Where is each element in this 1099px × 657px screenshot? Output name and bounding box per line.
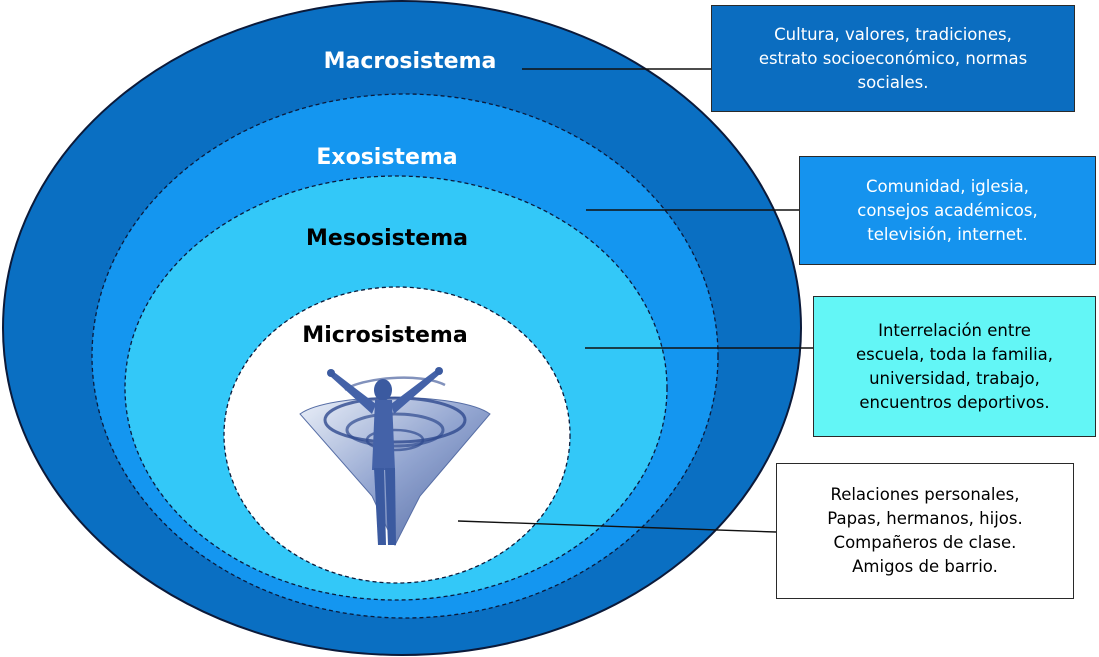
macrosistema-description-box: Cultura, valores, tradiciones, estrato s… [711, 5, 1075, 112]
exosistema-label: Exosistema [316, 145, 457, 170]
human-figure-vortex-icon [299, 367, 491, 547]
macro-line-1: Cultura, valores, tradiciones, [774, 24, 1012, 44]
meso-line-4: encuentros deportivos. [859, 392, 1050, 412]
macro-line-3: sociales. [857, 72, 929, 92]
mesosistema-description-box: Interrelación entre escuela, toda la fam… [813, 296, 1096, 437]
meso-line-2: escuela, toda la familia, [855, 344, 1054, 364]
micro-line-1: Relaciones personales, [830, 485, 1020, 504]
meso-line-1: Interrelación entre [878, 320, 1031, 340]
macrosistema-label: Macrosistema [324, 49, 497, 74]
mesosistema-label: Mesosistema [306, 226, 468, 251]
exo-line-3: televisión, internet. [867, 224, 1028, 244]
meso-line-3: universidad, trabajo, [869, 368, 1040, 388]
micro-line-2: Papas, hermanos, hijos. [827, 509, 1023, 528]
macro-line-2: estrato socioeconómico, normas [758, 48, 1028, 68]
micro-line-3: Compañeros de clase. [833, 533, 1017, 552]
exo-line-1: Comunidad, iglesia, [865, 176, 1030, 196]
micro-line-4: Amigos de barrio. [852, 557, 998, 576]
exo-line-2: consejos académicos, [857, 200, 1038, 220]
microsistema-label: Microsistema [302, 323, 467, 348]
connector-micro [457, 520, 777, 533]
microsistema-description-box: Relaciones personales, Papas, hermanos, … [776, 463, 1074, 599]
exosistema-description-box: Comunidad, iglesia, consejos académicos,… [799, 156, 1096, 265]
